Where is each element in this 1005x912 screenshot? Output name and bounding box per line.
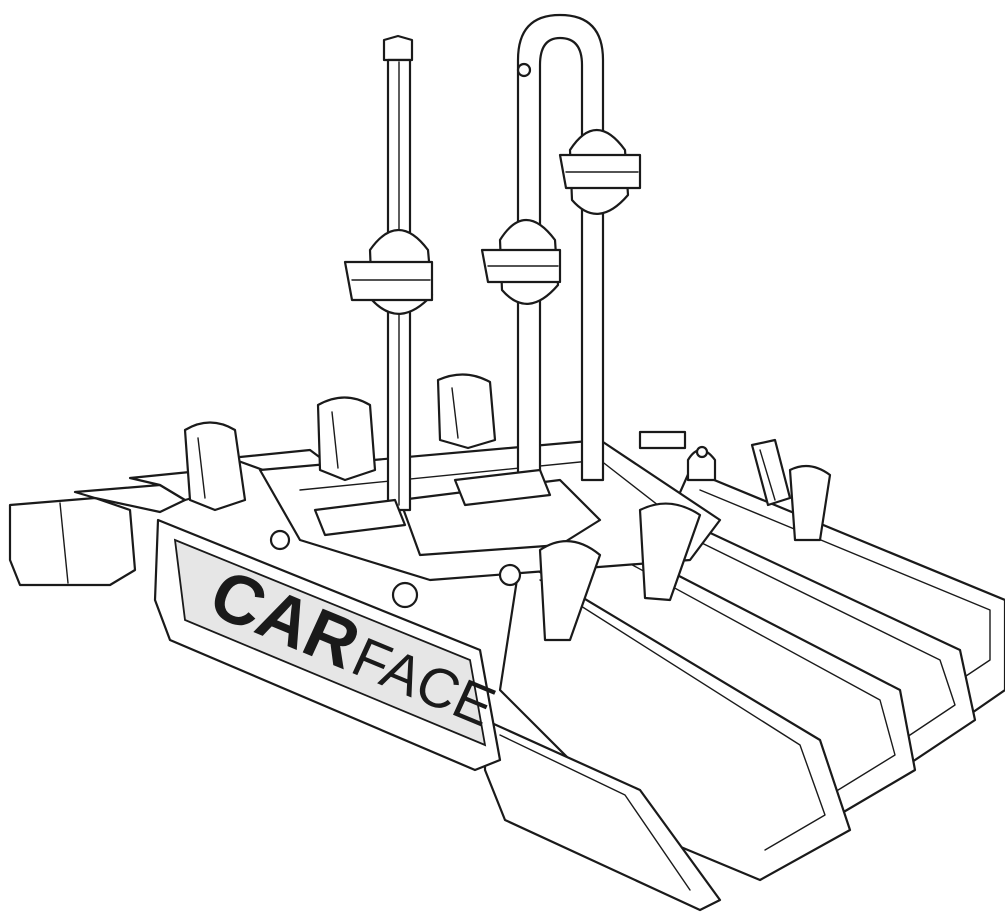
wheel-trays [483,468,1005,912]
wheel-cradles [183,373,832,542]
ratchet-clamps [269,430,717,642]
left-mast [343,34,434,512]
license-plate-holder: CAR FACE [153,518,504,772]
license-plate [173,538,487,747]
right-mast [480,13,642,482]
